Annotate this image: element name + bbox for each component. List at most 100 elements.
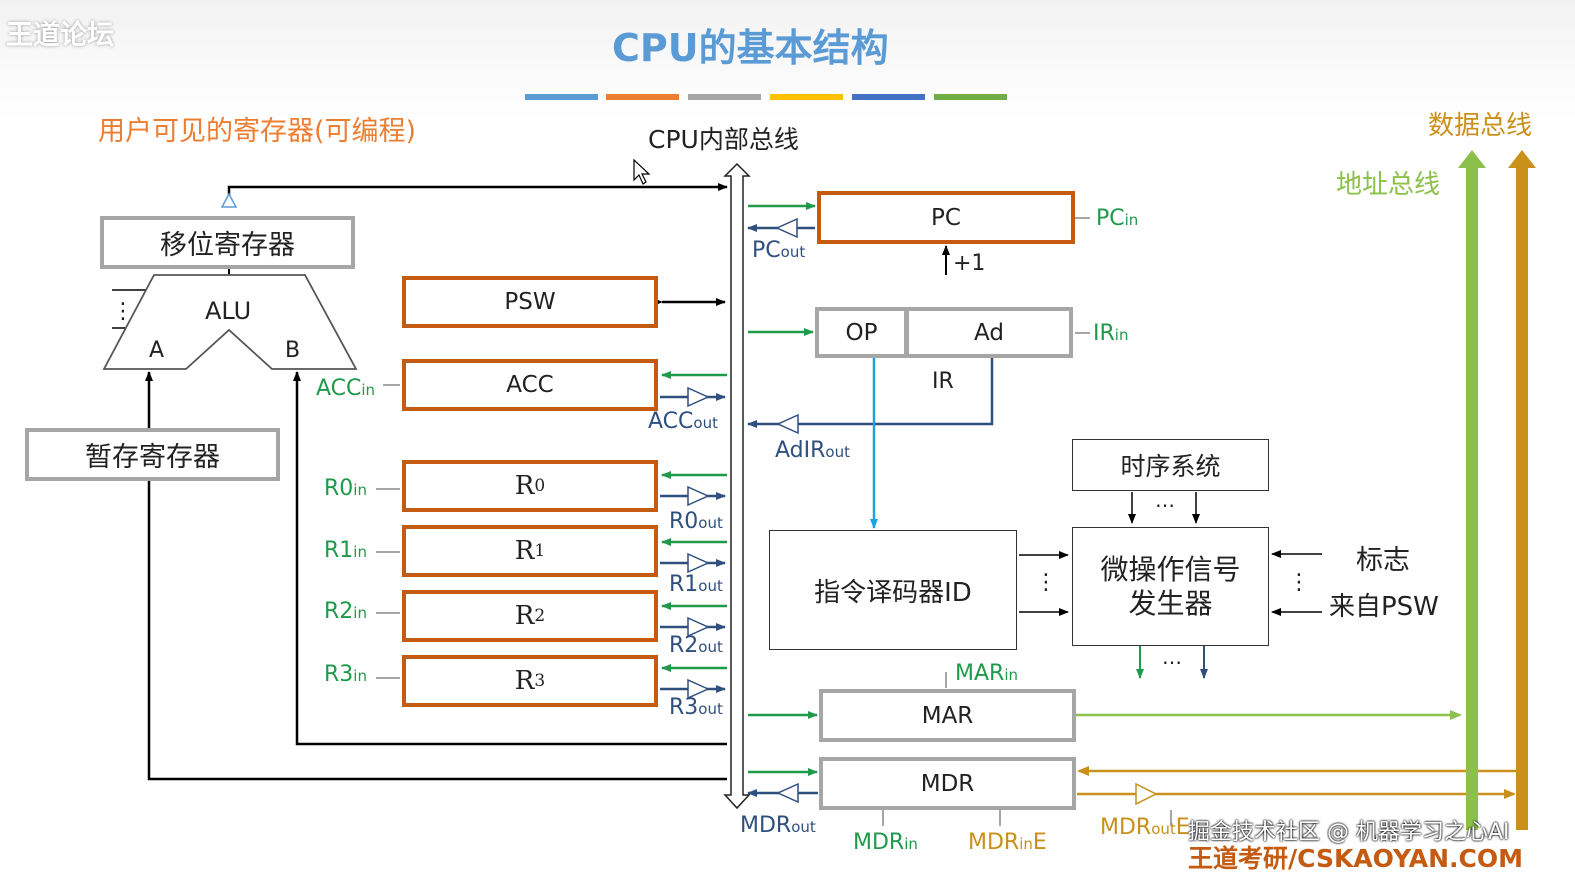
mar-in-name: MAR: [955, 661, 1005, 686]
adir-out-suffix: out: [825, 443, 850, 461]
data-bus: [1508, 150, 1536, 830]
r0-out-suffix: out: [698, 514, 723, 532]
ir-address-field: Ad: [905, 307, 1073, 358]
r1-in-signal: R1in: [324, 540, 367, 562]
mdr-out-signal: MDRout: [740, 815, 816, 837]
mar-in-signal: MARin: [955, 663, 1018, 685]
alu-input-b-label: B: [285, 338, 301, 363]
pc-in-name: PC: [1096, 206, 1125, 231]
r3-subscript: 3: [534, 671, 546, 691]
mdr-out-e-signal: MDRoutE: [1100, 817, 1190, 839]
r2-in-suffix: in: [353, 604, 367, 622]
r1-out-signal: R1out: [669, 574, 723, 596]
r3-in-name: R3: [324, 662, 354, 687]
r1-label: R: [514, 536, 535, 566]
output-ellipsis: …: [1162, 645, 1182, 669]
mdr-out-e-letter: E: [1175, 815, 1190, 840]
ir-in-signal: IRin: [1093, 323, 1128, 345]
page-title: CPU的基本结构: [612, 26, 889, 70]
address-bus: [1458, 150, 1486, 830]
footer-watermark: 王道考研/CSKAOYAN.COM: [1188, 844, 1523, 873]
r2-in-name: R2: [324, 599, 354, 624]
r1-in-name: R1: [324, 538, 354, 563]
ir-in-suffix: in: [1114, 326, 1129, 344]
r2-in-signal: R2in: [324, 601, 367, 623]
shift-register-label: 移位寄存器: [160, 230, 295, 261]
decoder-label: 指令译码器ID: [814, 577, 972, 608]
mdr-in-e-suffix: in: [1019, 835, 1033, 853]
acc-in-signal: ACCin: [316, 378, 375, 400]
mdr-in-suffix: in: [904, 835, 918, 853]
acc-label: ACC: [506, 372, 554, 398]
alu-input-a-label: A: [149, 338, 165, 363]
ir-ad-label: Ad: [974, 319, 1004, 346]
ir-op-label: OP: [845, 319, 878, 346]
r0-in-name: R0: [324, 476, 354, 501]
micro-op-label-line2: 发生器: [1128, 586, 1213, 620]
mdr-in-e-signal: MDRinE: [968, 832, 1047, 854]
temp-register: 暂存寄存器: [25, 428, 280, 481]
flags-source-label: 来自PSW: [1329, 592, 1439, 622]
temp-register-label: 暂存寄存器: [85, 442, 220, 473]
pc-increment-label: +1: [953, 251, 986, 276]
mdr-out-e-suffix: out: [1151, 820, 1176, 838]
address-bus-label: 地址总线: [1336, 170, 1441, 200]
credit-watermark: 掘金技术社区 @ 机器学习之心AI: [1188, 820, 1510, 845]
r0-out-name: R0: [669, 509, 699, 534]
r1-subscript: 1: [534, 541, 546, 561]
mdr-in-name: MDR: [853, 830, 905, 855]
micro-op-label-line1: 微操作信号: [1100, 552, 1241, 586]
acc-register: ACC: [402, 359, 658, 411]
mdr-in-e-letter: E: [1032, 830, 1047, 855]
cpu-internal-bus: [723, 162, 751, 810]
mdr-in-signal: MDRin: [853, 832, 918, 854]
mdr-register: MDR: [819, 757, 1076, 810]
acc-in-suffix: in: [361, 381, 376, 399]
r1-out-suffix: out: [698, 577, 723, 595]
acc-out-signal: ACCout: [648, 411, 718, 433]
r3-out-suffix: out: [698, 700, 723, 718]
r1-in-suffix: in: [353, 543, 367, 561]
alu-more-inputs-dots: ⋮: [112, 299, 134, 324]
pc-register: PC: [817, 191, 1075, 244]
r2-out-suffix: out: [698, 638, 723, 656]
acc-out-suffix: out: [693, 414, 718, 432]
r3-out-signal: R3out: [669, 697, 723, 719]
mdr-out-suffix: out: [791, 818, 816, 836]
psw-register: PSW: [402, 276, 658, 328]
instruction-decoder: 指令译码器ID: [769, 530, 1017, 650]
r3-out-name: R3: [669, 695, 699, 720]
internal-bus-label: CPU内部总线: [648, 125, 799, 154]
mdr-out-name: MDR: [740, 813, 792, 838]
r1-out-name: R1: [669, 572, 699, 597]
adir-out-name: AdIR: [775, 438, 826, 463]
mar-label: MAR: [921, 702, 974, 729]
pc-in-signal: PCin: [1096, 208, 1138, 230]
flags-label: 标志: [1356, 545, 1410, 576]
register-bus-arrows: [660, 371, 727, 700]
psw-label: PSW: [504, 289, 556, 315]
acc-in-name: ACC: [316, 376, 362, 401]
data-bus-label: 数据总线: [1428, 111, 1533, 141]
r2-out-signal: R2out: [669, 635, 723, 657]
mdr-label: MDR: [920, 770, 975, 797]
timing-system: 时序系统: [1072, 439, 1269, 491]
r2-subscript: 2: [534, 606, 546, 626]
r0-out-signal: R0out: [669, 511, 723, 533]
ir-label: IR: [932, 369, 954, 394]
pc-out-signal: PCout: [752, 240, 805, 262]
watermark-top: 王道论坛: [6, 20, 114, 51]
timing-ellipsis: …: [1155, 488, 1175, 512]
flags-vdots: ⋮: [1288, 570, 1310, 595]
acc-out-name: ACC: [648, 409, 694, 434]
r0-in-signal: R0in: [324, 478, 367, 500]
r0-in-suffix: in: [353, 481, 367, 499]
r3-in-suffix: in: [353, 667, 367, 685]
mdr-out-e-name: MDR: [1100, 815, 1152, 840]
r3-label: R: [514, 666, 535, 696]
mar-register: MAR: [819, 689, 1076, 742]
